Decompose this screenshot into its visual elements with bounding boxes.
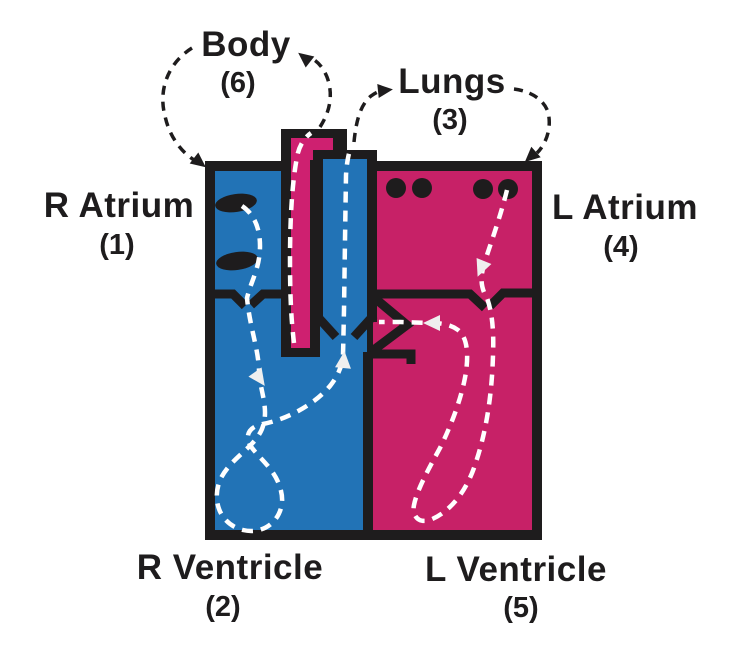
pulmonary-to-lungs-arrow — [352, 89, 382, 143]
pulmonary-valve-right-leaflet — [350, 311, 378, 341]
pulmonary-artery-vessel — [312, 150, 378, 352]
vena-cava-opening-lower — [216, 251, 258, 271]
tricuspid-valve — [207, 289, 283, 310]
l-atrium-number: (4) — [603, 231, 639, 263]
pulmonary-vein-openings — [386, 178, 518, 199]
lungs-label: Lungs — [398, 62, 506, 101]
body-number: (6) — [220, 67, 256, 99]
body-label: Body — [201, 25, 291, 64]
aorta-to-body-arrow — [310, 56, 333, 128]
flow-arrowhead-pulmonary — [335, 351, 351, 369]
flow-arrowhead-r-ventricle — [248, 367, 265, 386]
arrowhead-into-r-atrium — [189, 152, 206, 168]
l-ventricle-number: (5) — [503, 592, 539, 624]
oxygenated-flow-path — [379, 189, 510, 524]
pulmonary-valve-left-leaflet — [312, 311, 340, 341]
arrowhead-to-body — [298, 52, 315, 68]
r-atrium-number: (1) — [99, 229, 135, 261]
r-ventricle-label: R Ventricle — [136, 548, 324, 587]
mitral-valve — [370, 288, 533, 312]
r-atrium-label: R Atrium — [43, 186, 195, 225]
body-to-r-atrium-arrow — [161, 46, 195, 162]
l-ventricle-label: L Ventricle — [425, 550, 607, 589]
lungs-to-l-atrium-arrow — [513, 87, 551, 155]
l-atrium-label: L Atrium — [552, 188, 698, 227]
arrowhead-into-l-atrium — [524, 146, 541, 163]
arrowhead-to-lungs — [377, 84, 393, 98]
r-ventricle-number: (2) — [205, 591, 241, 623]
lungs-number: (3) — [432, 104, 468, 136]
aorta-flow-path — [287, 131, 313, 344]
aortic-valve — [368, 291, 416, 364]
deoxygenated-flow-path — [214, 142, 355, 534]
flow-arrowhead-l-atrium — [476, 258, 492, 277]
flow-arrowhead-to-aorta — [423, 315, 440, 331]
